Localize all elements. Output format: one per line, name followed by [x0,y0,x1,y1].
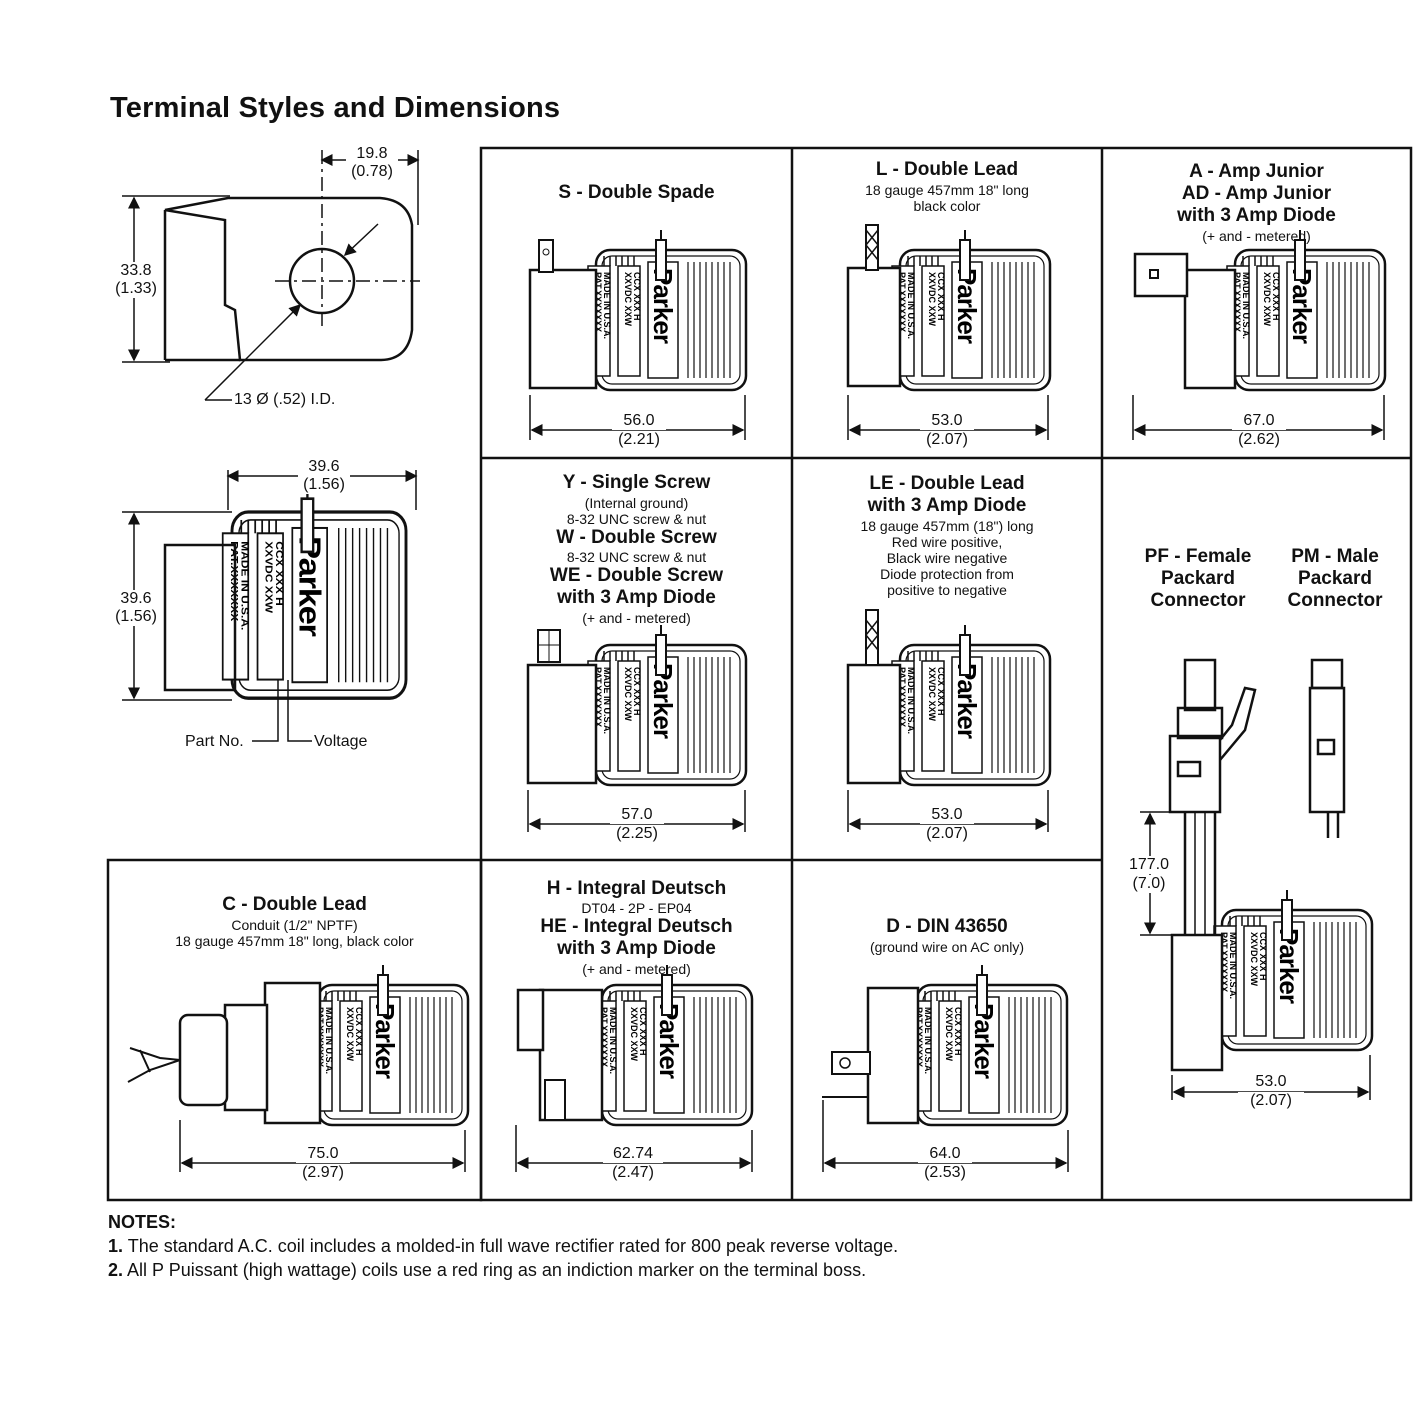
le-sub1: 18 gauge 457mm (18") long [860,518,1034,534]
page-title: Terminal Styles and Dimensions [110,92,561,124]
c-sub2: 18 gauge 457mm 18" long, black color [175,933,414,949]
side-height-dim-in: (1.56) [110,608,162,626]
pf-title1: PF - Female [1144,546,1252,567]
le-sub2: Red wire positive, [891,534,1003,550]
coil-h [516,963,754,1127]
l-sub2: black color [913,198,981,214]
c-dim-in: (2.97) [290,1164,356,1182]
side-width-dim-in: (1.56) [298,476,350,494]
part-no-label: Part No. [185,733,244,750]
a-title2: AD - Amp Junior [1181,183,1332,204]
a-sub: (+ and - metered) [1202,228,1311,244]
end-width-dim-in: (0.78) [346,163,398,181]
notes-heading: NOTES: [108,1212,177,1232]
pm-title1: PM - Male [1291,546,1379,567]
side-height-dim: 39.6 [110,590,162,608]
coil-y [526,623,748,787]
le-title1: LE - Double Lead [869,473,1025,494]
h-sub1: DT04 - 2P - EP04 [581,900,692,916]
c-sub1: Conduit (1/2" NPTF) [231,917,358,933]
coil-p [1140,658,1374,1072]
y-title1: Y - Single Screw [562,472,711,493]
note-1: 1. The standard A.C. coil includes a mol… [108,1236,899,1256]
note-2: 2. All P Puissant (high wattage) coils u… [108,1260,867,1280]
y-sub3: 8-32 UNC screw & nut [566,549,707,565]
h-dim-in: (2.47) [600,1164,666,1182]
end-height-dim: 33.8 [110,262,162,280]
side-width-dim: 39.6 [298,458,350,476]
le-sub3: Black wire negative [886,550,1008,566]
pm-title3: Connector [1287,590,1383,611]
a-title1: A - Amp Junior [1189,161,1324,182]
coil-d [822,963,1069,1127]
le-title2: with 3 Amp Diode [867,495,1027,516]
c-title: C - Double Lead [222,894,367,915]
le-sub4: Diode protection from [880,566,1014,582]
p-height-dim-in: (7.0) [1122,875,1176,893]
coil-l [846,224,1052,392]
end-height-dim-in: (1.33) [110,280,162,298]
end-view-drawing [122,150,420,401]
pf-title2: Packard [1161,568,1235,589]
s-title: S - Double Spade [558,182,715,203]
coil-c [127,963,470,1127]
side-view-drawing [122,470,418,742]
voltage-label: Voltage [314,733,368,750]
d-sub: (ground wire on AC only) [869,939,1025,955]
le-sub5: positive to negative [887,582,1007,598]
p-dim: 53.0 [1244,1073,1298,1091]
d-title: D - DIN 43650 [886,916,1008,937]
coil-s [528,228,748,392]
h-dim: 62.74 [603,1145,663,1163]
a-dim-in: (2.62) [1226,431,1292,449]
h-title3: with 3 Amp Diode [557,938,716,959]
h-title2: HE - Integral Deutsch [540,916,733,937]
y-title4: with 3 Amp Diode [557,587,716,608]
end-width-dim: 19.8 [346,145,398,163]
l-dim-in: (2.07) [914,431,980,449]
p-dim-in: (2.07) [1238,1092,1304,1110]
hole-label: 13 Ø (.52) I.D. [234,391,336,408]
y-sub2: 8-32 UNC screw & nut [566,511,707,527]
d-dim-in: (2.53) [912,1164,978,1182]
c-dim: 75.0 [296,1145,350,1163]
le-dim-in: (2.07) [914,825,980,843]
l-title: L - Double Lead [875,159,1019,180]
s-dim: 56.0 [612,412,666,430]
y-title3: WE - Double Screw [549,565,724,586]
y-sub1: (Internal ground) [584,495,689,511]
a-dim: 67.0 [1232,412,1286,430]
s-dim-in: (2.21) [606,431,672,449]
notes: NOTES: 1. The standard A.C. coil include… [108,1210,898,1282]
h-title1: H - Integral Deutsch [546,878,727,899]
coil-a [1133,228,1387,392]
h-sub2: (+ and - metered) [582,961,691,977]
pf-title3: Connector [1150,590,1246,611]
d-dim: 64.0 [918,1145,972,1163]
pm-title2: Packard [1298,568,1372,589]
y-dim-in: (2.25) [604,825,670,843]
l-dim: 53.0 [920,412,974,430]
le-dim: 53.0 [920,806,974,824]
p-height-dim: 177.0 [1122,856,1176,874]
coil-le [846,609,1052,787]
l-sub1: 18 gauge 457mm 18" long [865,182,1029,198]
y-title2: W - Double Screw [556,527,717,548]
a-title3: with 3 Amp Diode [1177,205,1336,226]
y-dim: 57.0 [610,806,664,824]
y-sub4: (+ and - metered) [582,610,691,626]
